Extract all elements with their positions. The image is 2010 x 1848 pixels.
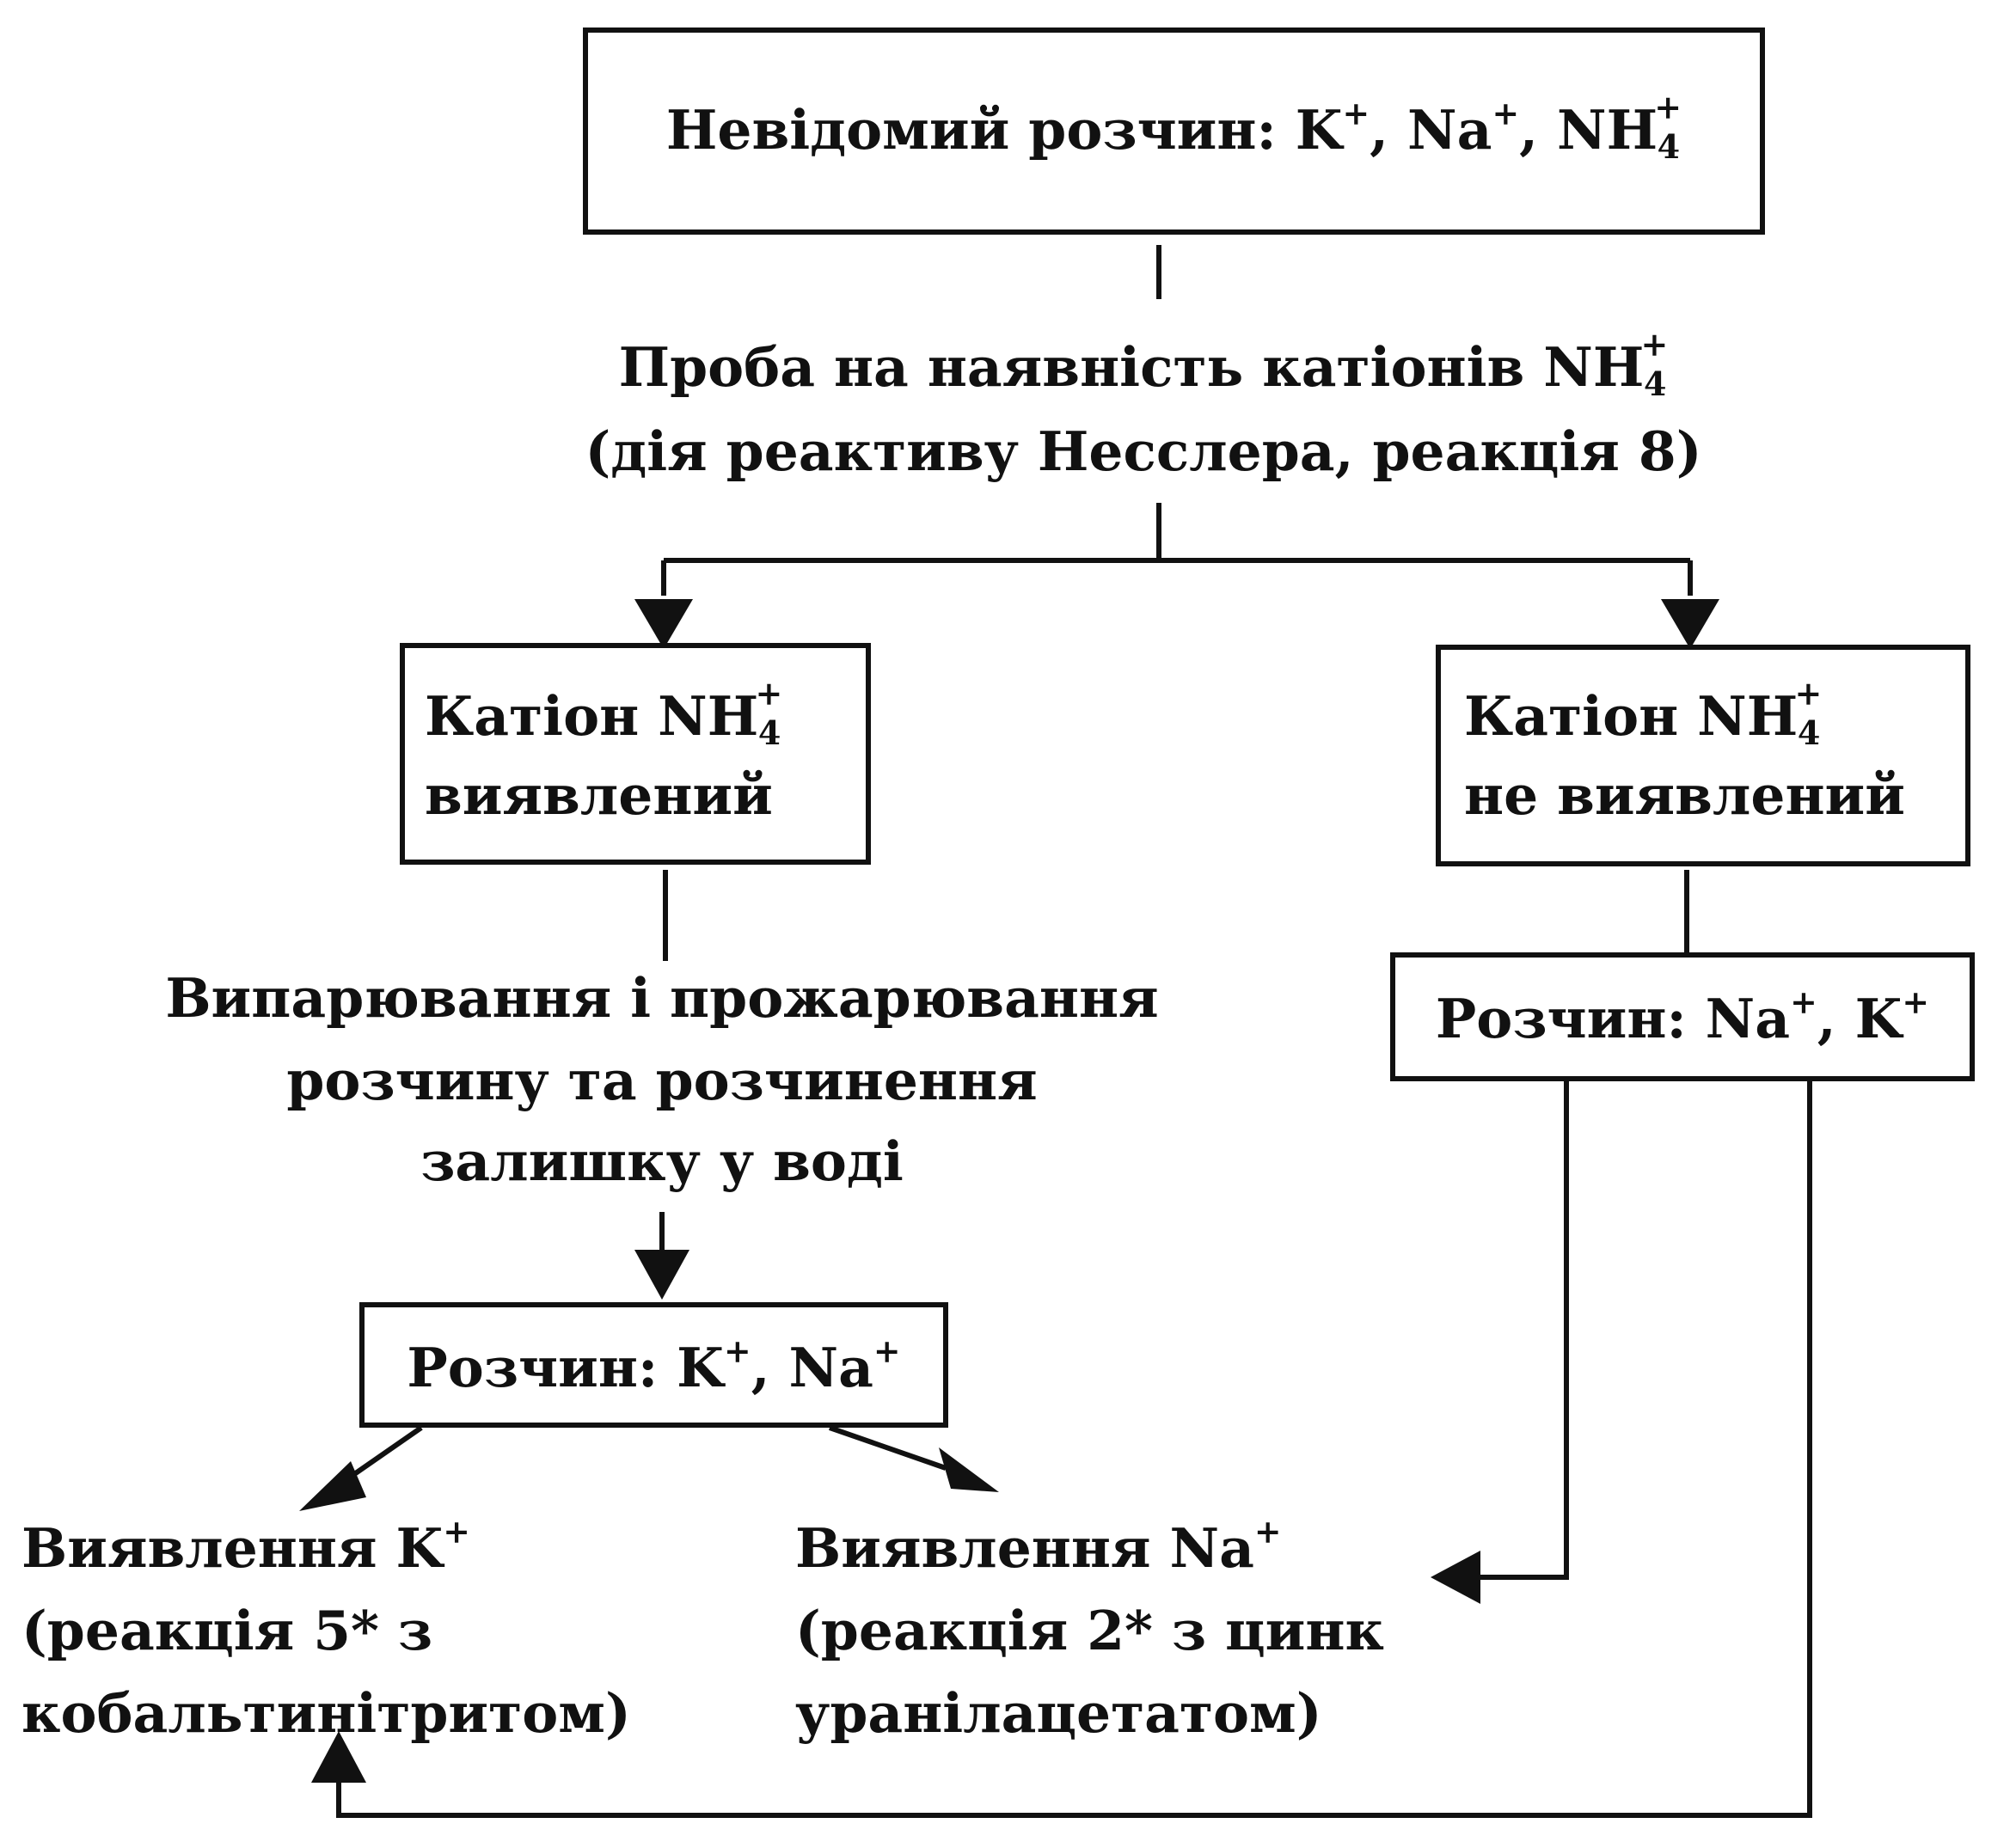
ion-nh4: NH+4 xyxy=(1543,325,1669,403)
unknown-solution-box xyxy=(583,28,1765,235)
nh4-test-line2: (дія реактиву Несслера, реакція 8) xyxy=(585,419,1702,483)
ion-k: K xyxy=(1854,987,1903,1050)
connector-right-solution-to-k xyxy=(336,1080,1812,1818)
ion-nh4: NH+4 xyxy=(1557,88,1682,166)
connector-right-solution-to-na xyxy=(1479,1080,1569,1580)
nh4-detected-line2: виявлений xyxy=(425,763,773,827)
na-detection-line2: (реакція 2* з цинк xyxy=(795,1599,1384,1662)
ion-na: Na xyxy=(1705,987,1791,1050)
arrowhead-right-branch xyxy=(1661,599,1719,649)
unknown-solution-label: Невідомий розчин: K+, Na+, NH+4 xyxy=(665,88,1682,166)
na-detection-title: Виявлення Na+ xyxy=(795,1512,1282,1580)
ion-k: K xyxy=(677,1336,724,1399)
solution-right-box xyxy=(1390,952,1975,1081)
ion-k: K xyxy=(395,1516,444,1580)
nh4-not-detected-line2: не виявлений xyxy=(1464,763,1906,827)
evaporation-line2: розчину та розчинення xyxy=(286,1049,1038,1112)
solution-left-label: Розчин: K+, Na+ xyxy=(407,1331,901,1399)
evaporation-line3: залишку у воді xyxy=(420,1129,904,1193)
nh4-not-detected-box xyxy=(1436,645,1970,866)
ion-na: Na xyxy=(1407,98,1492,162)
arrowhead-to-na-detection xyxy=(939,1447,999,1492)
ion-nh4: NH+4 xyxy=(1697,674,1823,752)
arrowhead-evap-to-solution xyxy=(634,1250,689,1300)
arrowhead-right-to-na-detection xyxy=(1431,1551,1480,1604)
evaporation-line1: Випарювання і прожарювання xyxy=(165,966,1159,1030)
arrowhead-to-k-detection xyxy=(299,1461,366,1511)
ion-nh4: NH+4 xyxy=(658,674,783,752)
ion-k: K xyxy=(1295,98,1343,162)
nh4-not-detected-line1: Катіон NH+4 xyxy=(1464,674,1823,752)
k-detection-line3: кобальтинітритом) xyxy=(21,1681,631,1745)
nh4-detected-box xyxy=(400,643,871,865)
na-detection-line3: уранілацетатом) xyxy=(795,1681,1322,1745)
ion-na: Na xyxy=(788,1336,873,1399)
solution-right-label: Розчин: Na+, K+ xyxy=(1435,982,1930,1050)
k-detection-title: Виявлення K+ xyxy=(21,1512,470,1580)
nh4-detected-line1: Катіон NH+4 xyxy=(425,674,783,752)
nh4-test-line1: Проба на наявність катіонів NH+4 xyxy=(618,325,1669,403)
ion-na: Na xyxy=(1169,1516,1254,1580)
k-detection-line2: (реакція 5* з xyxy=(21,1599,433,1662)
arrowhead-left-branch xyxy=(634,599,693,649)
arrowhead-right-to-k-detection xyxy=(311,1731,366,1783)
connector-left-solution-to-na xyxy=(829,1425,947,1471)
solution-left-box xyxy=(359,1302,948,1428)
